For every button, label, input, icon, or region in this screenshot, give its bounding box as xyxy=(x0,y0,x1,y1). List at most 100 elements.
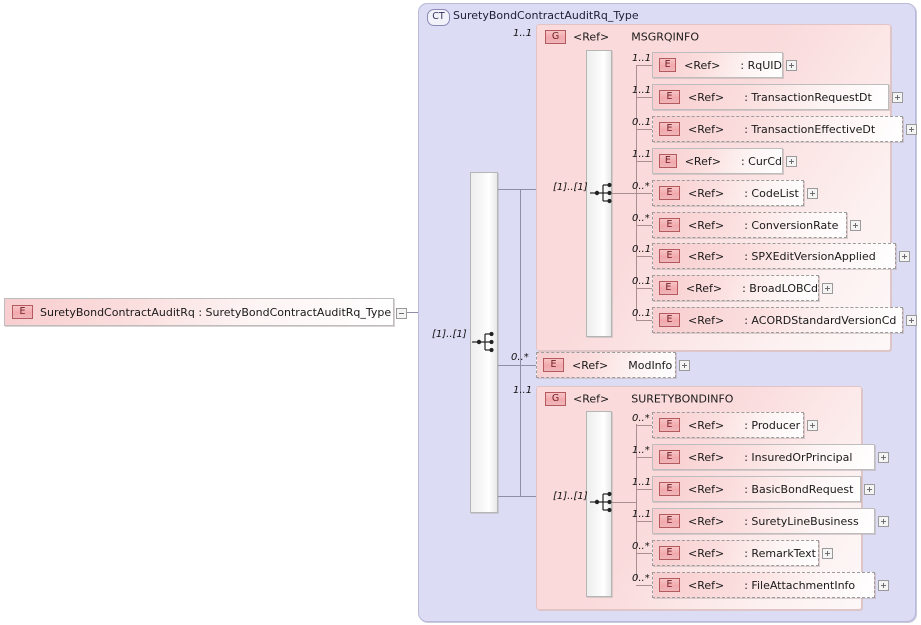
suretylinebusiness-expand-toggle[interactable] xyxy=(878,516,889,527)
element-name-label: : SuretyLineBusiness xyxy=(744,514,859,528)
element-badge-icon: E xyxy=(659,313,680,327)
element-ref-label: <Ref> xyxy=(688,249,725,263)
group-msgrqinfo-header: G<Ref>MSGRQINFO xyxy=(545,30,699,44)
basicbondrequest-cardinality: 1..1 xyxy=(632,477,652,488)
element-badge-icon: E xyxy=(659,154,677,168)
element-curcd[interactable]: E <Ref> : CurCd xyxy=(652,148,783,174)
curcd-expand-toggle[interactable] xyxy=(786,156,797,167)
element-badge-icon: E xyxy=(659,58,677,72)
group-ref-label: <Ref> xyxy=(573,392,610,406)
element-spxeditversionapplied[interactable]: E <Ref> : SPXEditVersionApplied xyxy=(652,243,896,269)
element-remarktext[interactable]: E<Ref> : RemarkText xyxy=(652,540,819,566)
suretybondinfo-sequence-bar[interactable] xyxy=(586,411,612,597)
connector-to-modinfo-a xyxy=(498,365,520,366)
connector-to-remarktext xyxy=(636,553,652,554)
broadlobcd-expand-toggle[interactable] xyxy=(822,283,833,294)
element-modinfo-name: ModInfo xyxy=(628,358,673,372)
element-name-label: : TransactionEffectiveDt xyxy=(744,122,876,136)
element-transactioneffectivedt[interactable]: E<Ref> : TransactionEffectiveDt xyxy=(652,116,903,142)
conversionrate-cardinality: 0..* xyxy=(632,213,650,224)
element-name-label: : FileAttachmentInfo xyxy=(744,578,856,592)
connector-to-curcd xyxy=(636,161,652,162)
acordstandardversioncd-expand-toggle[interactable] xyxy=(906,315,917,326)
suretybondinfo-fanout-stem xyxy=(612,502,636,503)
transactioneffectivedt-expand-toggle[interactable] xyxy=(906,124,917,135)
connector-to-acordstandardversioncd xyxy=(636,320,652,321)
group-ref-label: <Ref> xyxy=(573,30,610,44)
element-ref-label: <Ref> xyxy=(688,450,725,464)
element-badge-icon: E xyxy=(659,249,680,263)
element-ref-label: <Ref> xyxy=(688,218,725,232)
element-badge-icon: E xyxy=(659,450,680,464)
suretybondinfo-sequence-cardinality: [1]..[1] xyxy=(553,491,588,502)
spxeditversionapplied-cardinality: 0..1 xyxy=(632,244,652,255)
connector-to-insuredorprincipal xyxy=(636,457,652,458)
element-producer[interactable]: E<Ref> : Producer xyxy=(652,412,804,438)
element-rquid[interactable]: E<Ref> : RqUID xyxy=(652,52,783,78)
connector-to-transactioneffectivedt xyxy=(636,129,652,130)
acordstandardversioncd-cardinality: 0..1 xyxy=(632,308,652,319)
element-badge-icon: E xyxy=(12,305,33,319)
element-basicbondrequest[interactable]: E<Ref> : BasicBondRequest xyxy=(652,476,861,502)
element-conversionrate[interactable]: E<Ref> : ConversionRate xyxy=(652,212,847,238)
connector-to-suretylinebusiness xyxy=(636,521,652,522)
producer-expand-toggle[interactable] xyxy=(807,420,818,431)
connector-to-producer xyxy=(636,425,652,426)
element-acordstandardversioncd[interactable]: E<Ref> : ACORDStandardVersionCd xyxy=(652,307,903,333)
complextype-title: SuretyBondContractAuditRq_Type xyxy=(453,9,639,22)
connector-type-fanout xyxy=(520,189,521,496)
element-badge-icon: E xyxy=(659,90,680,104)
element-modinfo[interactable]: E<Ref>ModInfo xyxy=(536,352,676,378)
remarktext-expand-toggle[interactable] xyxy=(822,548,833,559)
element-badge-icon: E xyxy=(543,358,564,372)
suretybondinfo-fanout-spine xyxy=(636,424,637,580)
group-msgrqinfo-name: MSGRQINFO xyxy=(631,30,699,44)
broadlobcd-cardinality: 0..1 xyxy=(632,276,652,287)
element-broadlobcd[interactable]: E<Ref> : BroadLOBCd xyxy=(652,275,819,301)
element-name-label: : TransactionRequestDt xyxy=(744,90,872,104)
element-ref-label: <Ref> xyxy=(688,546,725,560)
element-badge-icon: E xyxy=(659,578,680,592)
element-badge-icon: E xyxy=(659,514,680,528)
element-insuredorprincipal[interactable]: E<Ref> : InsuredOrPrincipal xyxy=(652,444,875,470)
codelist-cardinality: 0..* xyxy=(632,181,650,192)
sequence-compositor-icon xyxy=(472,330,498,357)
element-ref-label: <Ref> xyxy=(688,90,725,104)
element-name-label: : RemarkText xyxy=(744,546,816,560)
element-ref-label: <Ref> xyxy=(684,154,721,168)
element-name-label: : SPXEditVersionApplied xyxy=(744,249,876,263)
element-ref-label: <Ref> xyxy=(688,418,725,432)
element-name-label: : CurCd xyxy=(740,154,782,168)
element-badge-icon: E xyxy=(659,218,680,232)
spxeditversionapplied-expand-toggle[interactable] xyxy=(899,251,910,262)
modinfo-expand-toggle[interactable] xyxy=(679,360,690,371)
codelist-expand-toggle[interactable] xyxy=(807,188,818,199)
connector-to-transactionrequestdt xyxy=(636,97,652,98)
group-suretybondinfo-header: G<Ref>SURETYBONDINFO xyxy=(545,392,733,406)
fileattachmentinfo-cardinality: 0..* xyxy=(632,573,650,584)
connector-to-fileattachmentinfo xyxy=(636,585,652,586)
element-codelist[interactable]: E<Ref> : CodeList xyxy=(652,180,804,206)
type-sequence-cardinality: [1]..[1] xyxy=(432,329,467,340)
root-element-box[interactable]: E SuretyBondContractAuditRq : SuretyBond… xyxy=(4,298,394,326)
basicbondrequest-expand-toggle[interactable] xyxy=(864,484,875,495)
msgrqinfo-sequence-cardinality: [1]..[1] xyxy=(553,182,588,193)
element-badge-icon: E xyxy=(659,281,678,295)
element-ref-label: <Ref> xyxy=(688,186,725,200)
connector-to-conversionrate xyxy=(636,225,652,226)
fileattachmentinfo-expand-toggle[interactable] xyxy=(878,580,889,591)
rquid-expand-toggle[interactable] xyxy=(786,60,797,71)
element-name-label: : RqUID xyxy=(740,58,782,72)
root-collapse-toggle[interactable] xyxy=(396,308,407,319)
element-ref-label: <Ref> xyxy=(688,514,725,528)
transactionrequestdt-expand-toggle[interactable] xyxy=(892,92,903,103)
element-name-label: : ACORDStandardVersionCd xyxy=(744,313,897,327)
element-fileattachmentinfo[interactable]: E<Ref> : FileAttachmentInfo xyxy=(652,572,875,598)
element-ref-label: <Ref> xyxy=(688,122,725,136)
conversionrate-expand-toggle[interactable] xyxy=(850,220,861,231)
connector-to-spxeditversionapplied xyxy=(636,256,652,257)
element-suretylinebusiness[interactable]: E <Ref> : SuretyLineBusiness xyxy=(652,508,875,534)
insuredorprincipal-expand-toggle[interactable] xyxy=(878,452,889,463)
element-transactionrequestdt[interactable]: E <Ref> : TransactionRequestDt xyxy=(652,84,889,110)
